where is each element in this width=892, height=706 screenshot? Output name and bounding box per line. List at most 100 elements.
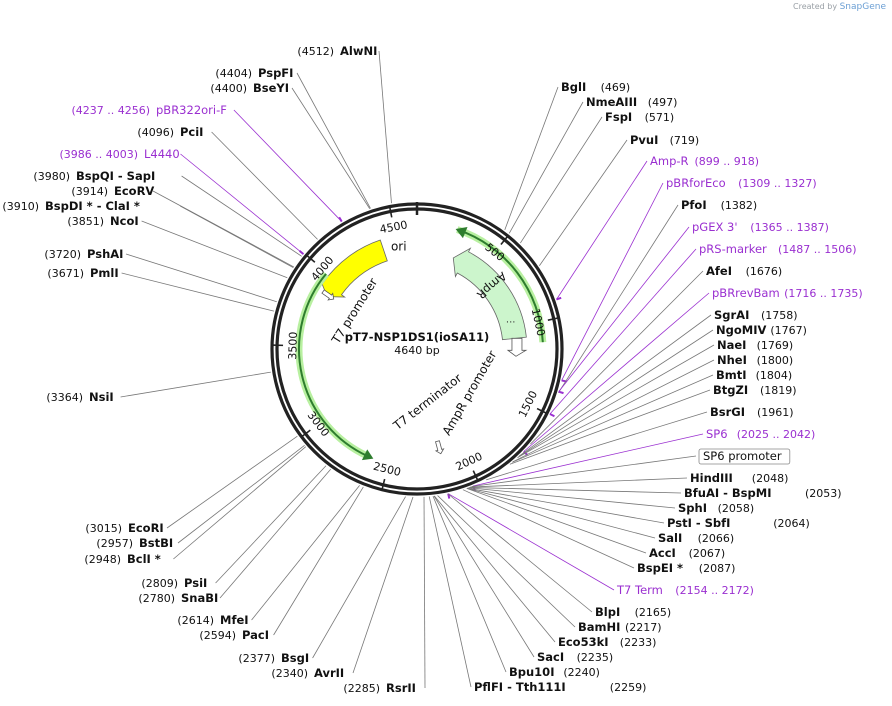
site-position: (2594) [199,629,236,642]
t7-promoter-glyph [321,289,335,301]
leader-lines [120,50,715,689]
leader-line [352,496,414,674]
t7-terminator-glyph [434,440,445,455]
site-name: MfeI [220,613,249,627]
leader-line [173,446,307,560]
site-name: PacI [242,628,269,642]
leader-line [215,465,327,584]
site-position: (3986 .. 4003) [59,148,138,161]
site-position: (4512) [297,45,334,58]
tick-mark [547,316,560,321]
snapgene-logo: SnapGene [839,2,886,12]
site-position: (2614) [177,614,214,627]
tick-mark [300,429,311,438]
site-name: PflFI - Tth111I [474,680,566,694]
site-name: BmtI [716,368,747,382]
tick-mark [500,234,510,246]
leader-line [518,314,712,457]
site-name: pRS-marker [699,242,767,256]
leader-line [428,496,472,688]
leader-line [508,101,584,234]
site-name: BglI [561,80,586,94]
leader-line [471,455,697,487]
site-label: BtgZI (1819) [713,383,797,397]
leader-line [166,435,298,529]
snapgene-credit: Created by SnapGene [793,2,886,12]
leader-line [466,487,656,539]
primer-marker [298,250,305,255]
site-position: (2064) [773,517,810,530]
leader-line [512,374,714,463]
site-name: NgoMIV [716,323,766,337]
leader-line [558,226,690,392]
site-label: Eco53kI (2233) [558,635,656,649]
leader-line [549,248,697,415]
site-label: SacI(2235) [537,650,613,664]
site-name: NheI [717,353,747,367]
site-label: (2340)AvrII [271,666,344,680]
site-name: PstI - SbfI [667,516,730,530]
site-name: BsgI [281,651,309,665]
leader-line [448,493,615,591]
site-position: (1382) [721,199,758,212]
tick-mark [380,478,386,491]
tick-mark [536,407,549,415]
site-name: L4440 [144,147,180,161]
tick-label: 2000 [454,450,485,474]
leader-line [141,220,288,279]
site-label: (2285)RsrII [343,681,416,695]
site-position: (2809) [141,577,178,590]
site-position: (3910) [2,200,39,213]
site-name: NmeAIII [586,95,637,109]
site-position: (2058) [718,502,755,515]
tick-label: 4500 [379,218,409,236]
tick-label: 1500 [516,389,540,420]
site-position: (1309 .. 1327) [738,177,817,190]
leader-line [152,190,295,268]
site-position: (1819) [760,384,797,397]
leader-line [121,272,275,312]
ampr-line-arc [456,228,544,343]
site-name: Eco53kI [558,635,609,649]
site-label: NheI(1800) [717,353,793,367]
site-label: pGEX 3'(1365 .. 1387) [692,220,829,234]
site-label: SP6(2025 .. 2042) [706,427,815,441]
plasmid-ring [270,202,564,496]
leader-line [296,72,371,209]
site-position: (3364) [46,391,83,404]
site-label: AfeI(1676) [706,264,782,278]
ampr-arc-arrowhead [455,227,468,239]
leader-line [523,292,710,452]
leader-line [470,477,688,488]
site-label: PstI - SbfI (2064) [667,516,810,530]
site-position: (3720) [44,248,81,261]
site-label: BfuAI - BspMI(2053) [684,486,842,500]
leader-line [177,444,305,544]
site-label: PflFI - Tth111I(2259) [474,680,646,694]
leader-line [251,485,360,621]
site-position: (1767) [770,324,807,337]
site-position: (3851) [67,215,104,228]
site-name: AfeI [706,264,732,278]
site-label: SalI(2066) [658,531,734,545]
site-label: (4512)AlwNI [297,44,377,58]
site-label: NaeI(1769) [717,338,793,352]
site-position: (1769) [757,339,794,352]
site-name: NsiI [89,390,114,404]
site-label: PfoI(1382) [681,198,757,212]
site-label: pRS-marker (1487 .. 1506) [699,242,857,256]
site-position: (2377) [238,652,275,665]
site-name: BtgZI [713,383,748,397]
leader-line [181,175,302,257]
site-position: (3980) [33,170,70,183]
site-name: BfuAI - BspMI [684,486,771,500]
site-label: HindIII(2048) [690,471,788,485]
site-position: (1487 .. 1506) [778,243,857,256]
leader-line [556,160,648,300]
leader-line [433,495,535,658]
site-position: (2233) [620,636,657,649]
site-label: BmtI(1804) [716,368,792,382]
site-name: SphI [678,501,707,515]
leader-line [469,487,682,494]
leader-line [539,139,628,267]
